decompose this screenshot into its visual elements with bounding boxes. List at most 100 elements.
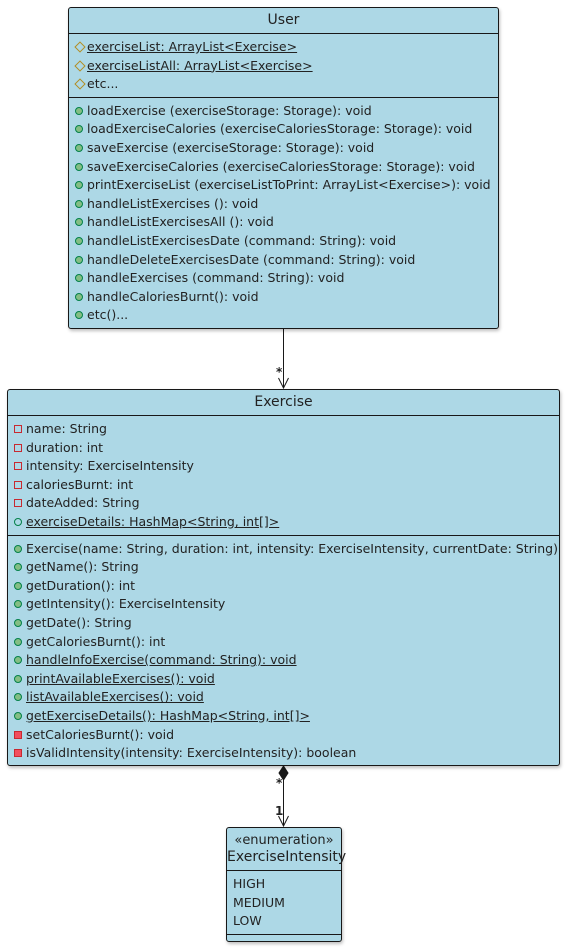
public-visibility-icon xyxy=(75,181,83,190)
enum-value-text: LOW xyxy=(233,913,262,929)
user-exercise-arrowhead xyxy=(278,377,289,390)
enum-empty-section xyxy=(227,935,341,939)
member-row: loadExerciseCalories (exerciseCaloriesSt… xyxy=(69,120,498,139)
member-row: etc... xyxy=(69,75,498,94)
member-text: getName(): String xyxy=(26,559,139,575)
public-visibility-icon xyxy=(14,711,22,720)
member-text: caloriesBurnt: int xyxy=(26,476,134,492)
private-visibility-icon xyxy=(14,443,22,452)
public-visibility-icon xyxy=(14,600,22,609)
exercise-intensity-arrowhead xyxy=(278,815,289,828)
class-user-name: User xyxy=(69,8,498,34)
member-row: Exercise(name: String, duration: int, in… xyxy=(8,540,559,559)
enum-value-text: HIGH xyxy=(233,876,266,891)
member-row: intensity: ExerciseIntensity xyxy=(8,457,559,476)
member-text: exerciseList: ArrayList<Exercise> xyxy=(87,39,298,54)
private-visibility-icon xyxy=(14,749,22,758)
enum-exercise-intensity[interactable]: «enumeration» ExerciseIntensity HIGH MEDI… xyxy=(226,827,346,942)
member-row: printExerciseList (exerciseListToPrint: … xyxy=(69,176,498,195)
member-row: handleDeleteExercisesDate (command: Stri… xyxy=(69,251,498,270)
member-row: getDate(): String xyxy=(8,614,559,633)
enum-value: LOW xyxy=(227,912,341,931)
member-text: getCaloriesBurnt(): int xyxy=(26,633,166,649)
member-row: handleExercises (command: String): void xyxy=(69,269,498,288)
member-text: intensity: ExerciseIntensity xyxy=(26,458,194,474)
member-row: handleInfoExercise(command: String): voi… xyxy=(8,651,559,670)
user-exercise-multiplicity: * xyxy=(276,365,283,379)
member-text: isValidIntensity(intensity: ExerciseInte… xyxy=(26,745,357,761)
member-text: setCaloriesBurnt(): void xyxy=(26,726,175,742)
member-row: getExerciseDetails(): HashMap<String, in… xyxy=(8,707,559,726)
class-exercise-methods: Exercise(name: String, duration: int, in… xyxy=(8,536,559,766)
member-text: duration: int xyxy=(26,439,104,455)
private-visibility-icon xyxy=(14,730,22,739)
class-exercise-attributes: name: String duration: int intensity: Exer… xyxy=(8,416,559,536)
member-row: handleCaloriesBurnt(): void xyxy=(69,288,498,307)
member-row: caloriesBurnt: int xyxy=(8,476,559,495)
member-text: getDate(): String xyxy=(26,614,132,630)
member-text: saveExerciseCalories (exerciseCaloriesSt… xyxy=(87,158,475,174)
enum-value-text: MEDIUM xyxy=(233,894,285,910)
class-user[interactable]: User exerciseList: ArrayList<Exercise> ex… xyxy=(68,7,499,329)
member-row: setCaloriesBurnt(): void xyxy=(8,726,559,745)
composition-source-multiplicity: * xyxy=(276,776,283,790)
enum-value: MEDIUM xyxy=(227,894,341,913)
member-row: exerciseList: ArrayList<Exercise> xyxy=(69,38,498,57)
public-visibility-icon xyxy=(14,563,22,572)
member-text: handleListExercises (): void xyxy=(87,195,259,211)
member-row: handleListExercisesAll (): void xyxy=(69,213,498,232)
member-row: printAvailableExercises(): void xyxy=(8,670,559,689)
member-text: handleCaloriesBurnt(): void xyxy=(87,288,259,304)
member-text: getExerciseDetails(): HashMap<String, in… xyxy=(26,707,310,723)
public-visibility-icon xyxy=(75,199,83,208)
public-visibility-icon xyxy=(14,637,22,646)
public-visibility-icon xyxy=(75,162,83,171)
member-row: exerciseDetails: HashMap<String, int[]> xyxy=(8,513,559,532)
member-row: duration: int xyxy=(8,439,559,458)
member-text: loadExercise (exerciseStorage: Storage):… xyxy=(87,102,372,118)
member-row: saveExercise (exerciseStorage: Storage):… xyxy=(69,139,498,158)
member-text: saveExercise (exerciseStorage: Storage):… xyxy=(87,139,375,155)
public-visibility-icon xyxy=(75,125,83,134)
member-row: handleListExercises (): void xyxy=(69,195,498,214)
class-user-methods: loadExercise (exerciseStorage: Storage):… xyxy=(69,98,498,328)
member-text: etc()... xyxy=(87,307,129,323)
member-row: name: String xyxy=(8,420,559,439)
member-text: handleDeleteExercisesDate (command: Stri… xyxy=(87,251,416,267)
member-row: getName(): String xyxy=(8,558,559,577)
member-row: getDuration(): int xyxy=(8,577,559,596)
member-text: loadExerciseCalories (exerciseCaloriesSt… xyxy=(87,121,473,137)
public-visibility-icon xyxy=(75,311,83,320)
private-visibility-icon xyxy=(14,462,22,471)
member-row: getCaloriesBurnt(): int xyxy=(8,633,559,652)
enum-stereotype: «enumeration» xyxy=(234,833,334,848)
public-visibility-icon xyxy=(75,106,83,115)
member-text: exerciseListAll: ArrayList<Exercise> xyxy=(87,57,313,73)
member-row: getIntensity(): ExerciseIntensity xyxy=(8,595,559,614)
class-exercise-name: Exercise xyxy=(8,390,559,416)
member-text: etc... xyxy=(87,76,119,92)
public-visibility-icon xyxy=(75,274,83,283)
class-exercise[interactable]: Exercise name: String duration: int intens… xyxy=(7,389,560,766)
member-text: dateAdded: String xyxy=(26,495,140,511)
public-visibility-icon xyxy=(75,218,83,227)
member-text: Exercise(name: String, duration: int, in… xyxy=(26,540,558,556)
private-visibility-icon xyxy=(14,480,22,489)
public-visibility-icon xyxy=(14,693,22,702)
public-visibility-icon xyxy=(14,656,22,665)
enum-name: ExerciseIntensity xyxy=(227,849,347,865)
member-text: printAvailableExercises(): void xyxy=(26,670,215,686)
enum-value: HIGH xyxy=(227,875,341,894)
member-row: dateAdded: String xyxy=(8,494,559,513)
member-row: listAvailableExercises(): void xyxy=(8,688,559,707)
public-visibility-icon xyxy=(75,255,83,264)
member-text: name: String xyxy=(26,421,107,436)
member-text: handleInfoExercise(command: String): voi… xyxy=(26,652,297,668)
member-text: exerciseDetails: HashMap<String, int[]> xyxy=(26,513,280,529)
private-visibility-icon xyxy=(14,425,22,433)
member-text: handleListExercisesDate (command: String… xyxy=(87,232,397,248)
enum-values: HIGH MEDIUM LOW xyxy=(227,871,341,935)
composition-target-multiplicity: 1 xyxy=(275,804,284,818)
member-text: handleListExercisesAll (): void xyxy=(87,214,274,230)
